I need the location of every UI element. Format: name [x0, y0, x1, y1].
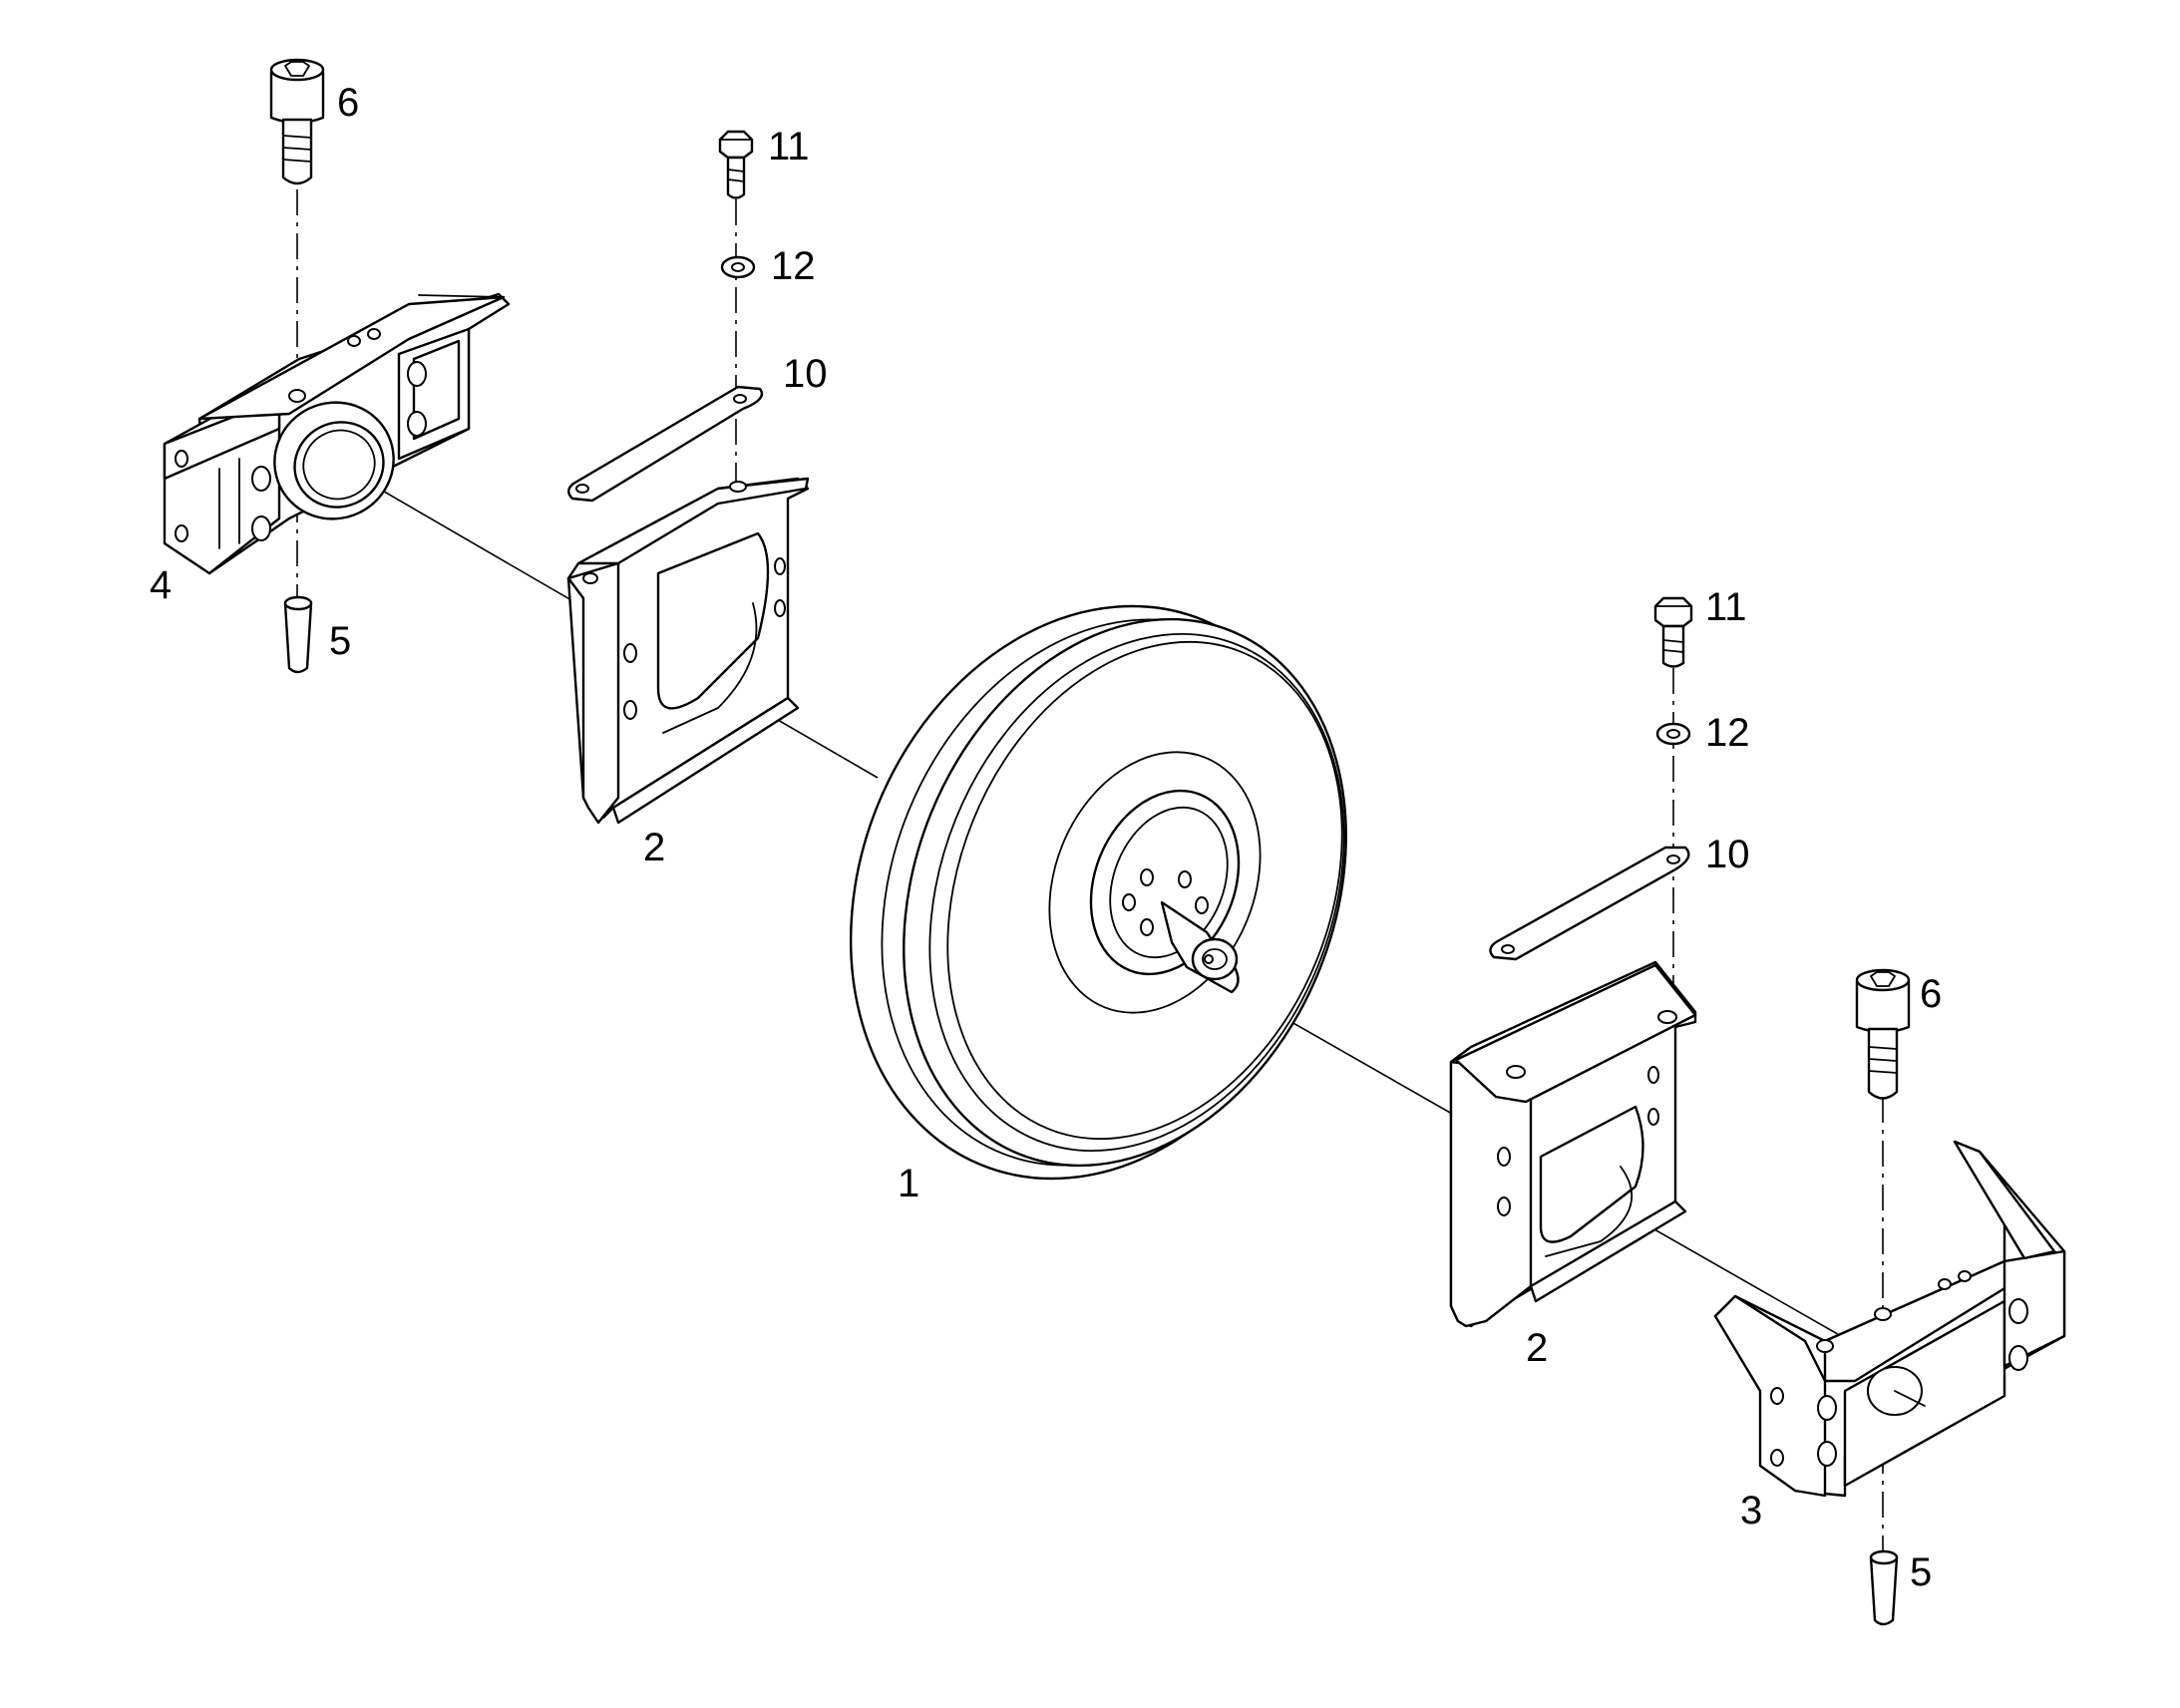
label-housing-right: 3 [1740, 1489, 1762, 1533]
hex-bolt-left [718, 130, 754, 199]
label-pin-left: 5 [329, 619, 351, 663]
label-washer-right: 12 [1705, 711, 1750, 755]
bearing-housing-left [163, 292, 511, 575]
label-bracket-right: 2 [1526, 1326, 1548, 1370]
idler-wheel [849, 604, 1347, 1181]
cap-screw-right [1855, 968, 1911, 1100]
label-cap-screw-right: 6 [1920, 972, 1942, 1016]
pin-left [283, 595, 313, 674]
plate-right [1489, 846, 1690, 961]
label-washer-left: 12 [771, 244, 816, 288]
bearing-housing-right [1713, 1140, 2066, 1498]
washer-left [720, 255, 756, 279]
label-bolt-right: 11 [1705, 585, 1747, 629]
bracket-left [566, 477, 810, 825]
plate-left [567, 385, 764, 503]
washer-right [1655, 722, 1691, 746]
cap-screw-left [269, 58, 325, 185]
label-housing-left: 4 [150, 563, 172, 607]
pin-right [1869, 1549, 1899, 1626]
label-bracket-left: 2 [643, 826, 665, 869]
hex-bolt-right [1653, 596, 1693, 668]
label-plate-left: 10 [783, 352, 828, 396]
label-plate-right: 10 [1705, 833, 1750, 876]
bracket-right [1449, 960, 1697, 1328]
label-bolt-left: 11 [768, 125, 810, 169]
label-cap-screw-left: 6 [337, 81, 359, 125]
label-idler-wheel: 1 [898, 1162, 919, 1205]
label-pin-right: 5 [1910, 1550, 1932, 1594]
